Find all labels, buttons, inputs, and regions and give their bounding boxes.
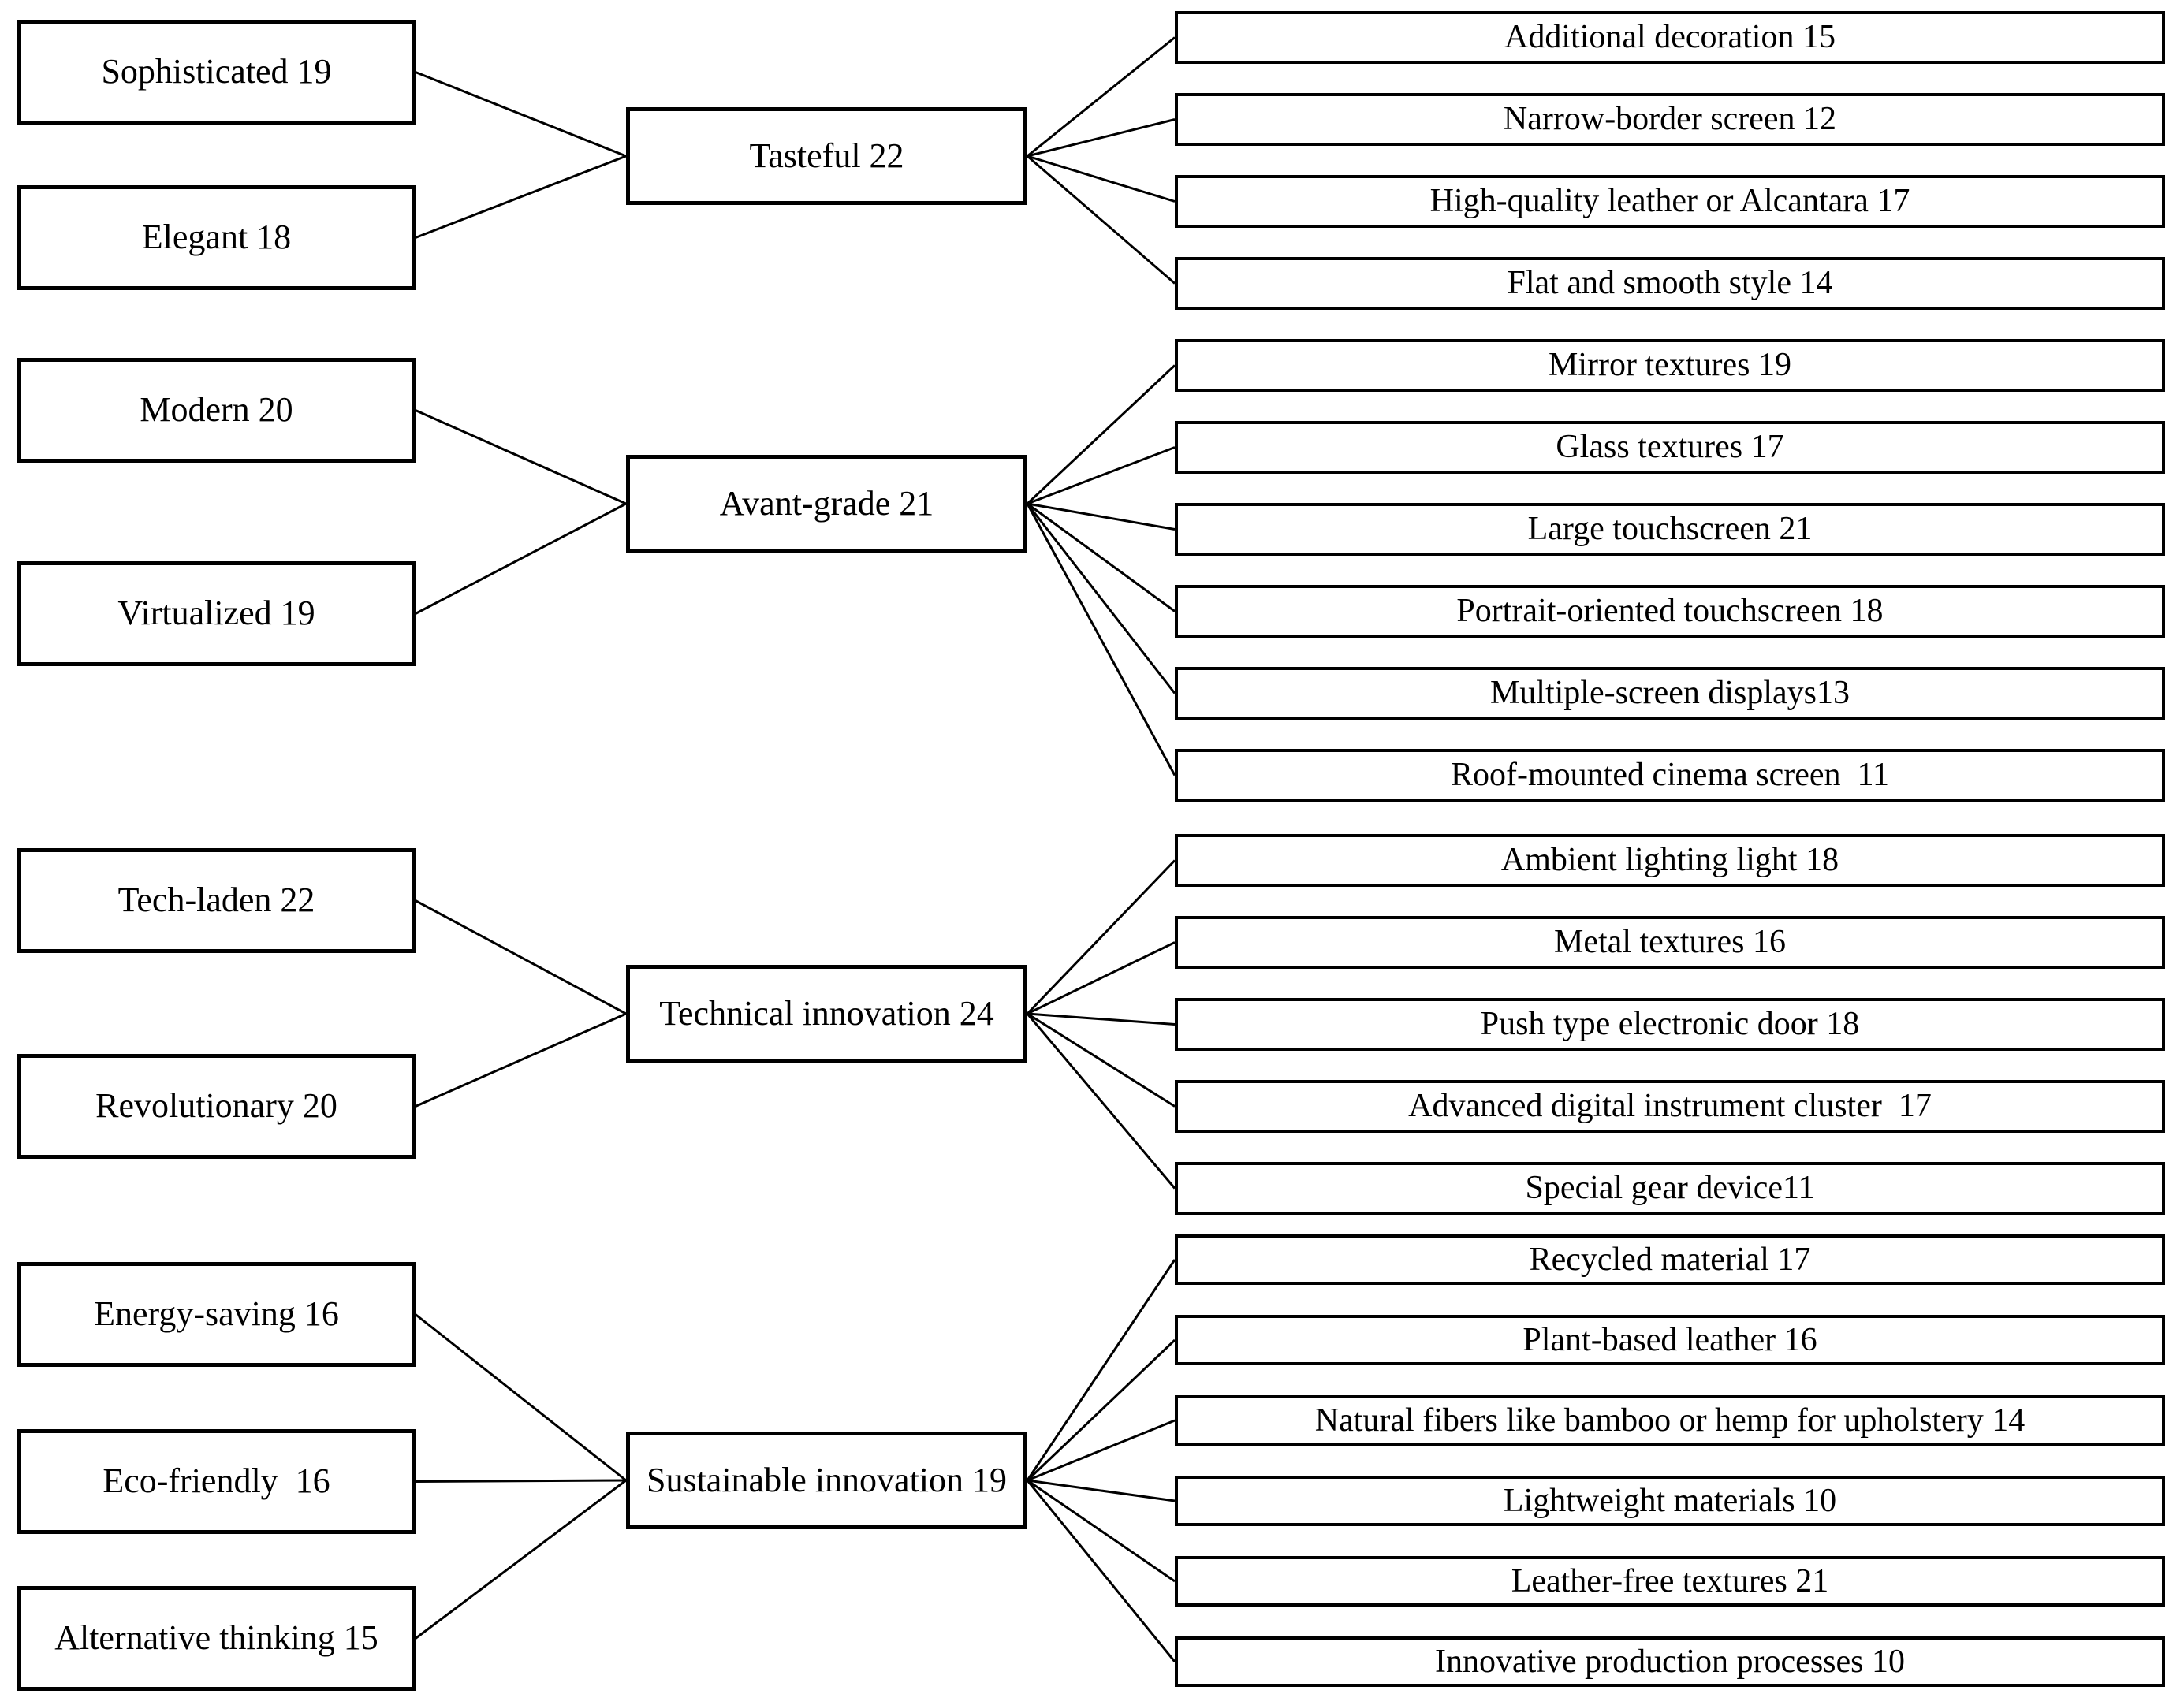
node-advanced-instrument-cluster: Advanced digital instrument cluster 17 (1175, 1080, 2165, 1133)
node-additional-decoration: Additional decoration 15 (1175, 11, 2165, 64)
connector-line (1027, 1012, 1176, 1026)
node-label: Sustainable innovation 19 (646, 1460, 1008, 1499)
node-flat-smooth-style: Flat and smooth style 14 (1175, 257, 2165, 310)
connector-line (1027, 36, 1176, 158)
node-label: Large touchscreen 21 (1527, 511, 1813, 548)
connector-line (415, 1012, 627, 1108)
node-innovative-production: Innovative production processes 10 (1175, 1636, 2165, 1687)
connector-line (415, 155, 627, 239)
connector-line (1026, 503, 1176, 776)
node-recycled-material: Recycled material 17 (1175, 1234, 2165, 1285)
node-label: Virtualized 19 (117, 594, 315, 633)
node-plant-based-leather: Plant-based leather 16 (1175, 1315, 2165, 1365)
node-label: Technical innovation 24 (659, 993, 994, 1033)
node-push-electronic-door: Push type electronic door 18 (1175, 998, 2165, 1051)
node-leather-free-textures: Leather-free textures 21 (1175, 1556, 2165, 1607)
connector-line (415, 899, 627, 1015)
node-virtualized: Virtualized 19 (17, 561, 416, 666)
node-tech-laden: Tech-laden 22 (17, 848, 416, 953)
connector-line (415, 1479, 627, 1483)
connector-line (1027, 118, 1176, 158)
node-sophisticated: Sophisticated 19 (17, 20, 416, 125)
node-label: Eco-friendly 16 (102, 1461, 330, 1501)
node-label: Energy-saving 16 (94, 1294, 339, 1334)
connector-line (1027, 1012, 1176, 1108)
connector-line (1026, 503, 1176, 694)
node-glass-textures: Glass textures 17 (1175, 421, 2165, 474)
node-tasteful: Tasteful 22 (626, 107, 1027, 205)
node-label: Recycled material 17 (1529, 1241, 1811, 1278)
node-label: Tech-laden 22 (117, 881, 315, 920)
connector-line (1027, 502, 1176, 531)
node-mirror-textures: Mirror textures 19 (1175, 339, 2165, 392)
connector-line (415, 1479, 627, 1640)
node-label: Revolutionary 20 (95, 1086, 337, 1126)
node-label: Push type electronic door 18 (1480, 1006, 1860, 1043)
connector-line (1026, 1259, 1176, 1481)
node-roof-cinema-screen: Roof-mounted cinema screen 11 (1175, 749, 2165, 802)
connector-line (415, 409, 627, 505)
node-label: Elegant 18 (141, 218, 292, 257)
node-alternative-thinking: Alternative thinking 15 (17, 1586, 416, 1691)
node-high-quality-leather: High-quality leather or Alcantara 17 (1175, 175, 2165, 228)
node-multiple-screen-displays: Multiple-screen displays13 (1175, 667, 2165, 720)
node-label: Natural fibers like bamboo or hemp for u… (1314, 1402, 2026, 1439)
connector-line (1027, 446, 1176, 505)
connector-line (415, 502, 627, 615)
node-sustainable-innovation: Sustainable innovation 19 (626, 1432, 1027, 1529)
node-label: Lightweight materials 10 (1503, 1482, 1837, 1519)
node-label: Modern 20 (140, 390, 293, 430)
node-eco-friendly: Eco-friendly 16 (17, 1429, 416, 1534)
connector-line (1026, 859, 1176, 1015)
node-label: Ambient lighting light 18 (1500, 842, 1839, 879)
node-technical-innovation: Technical innovation 24 (626, 965, 1027, 1063)
connector-line (415, 1313, 627, 1482)
node-large-touchscreen: Large touchscreen 21 (1175, 503, 2165, 556)
node-label: Glass textures 17 (1556, 429, 1784, 466)
connector-line (1027, 1419, 1176, 1482)
node-elegant: Elegant 18 (17, 185, 416, 290)
node-label: Special gear device11 (1525, 1170, 1815, 1207)
node-label: Narrow-border screen 12 (1503, 101, 1837, 138)
node-label: Leather-free textures 21 (1511, 1562, 1829, 1599)
node-label: Roof-mounted cinema screen 11 (1451, 757, 1889, 794)
connector-line (1026, 1480, 1176, 1662)
connector-line (1027, 502, 1176, 612)
node-label: Sophisticated 19 (101, 52, 332, 91)
connector-line (1027, 155, 1176, 285)
node-label: Alternative thinking 15 (54, 1618, 378, 1658)
node-label: Tasteful 22 (749, 136, 904, 175)
node-label: Metal textures 16 (1554, 924, 1786, 961)
connector-line (1027, 1479, 1176, 1583)
node-avant-grade: Avant-grade 21 (626, 455, 1027, 553)
connector-line (415, 71, 627, 158)
node-modern: Modern 20 (17, 358, 416, 463)
connector-line (1027, 941, 1176, 1015)
node-ambient-lighting: Ambient lighting light 18 (1175, 834, 2165, 887)
node-natural-fibers: Natural fibers like bamboo or hemp for u… (1175, 1395, 2165, 1446)
node-label: Multiple-screen displays13 (1489, 675, 1850, 712)
node-energy-saving: Energy-saving 16 (17, 1262, 416, 1367)
connector-line (1027, 1479, 1176, 1502)
node-label: Portrait-oriented touchscreen 18 (1456, 593, 1884, 630)
connector-line (1026, 1013, 1176, 1190)
node-lightweight-materials: Lightweight materials 10 (1175, 1476, 2165, 1526)
node-label: Flat and smooth style 14 (1507, 265, 1833, 302)
node-label: Mirror textures 19 (1549, 347, 1791, 384)
node-label: Innovative production processes 10 (1434, 1643, 1906, 1680)
node-narrow-border-screen: Narrow-border screen 12 (1175, 93, 2165, 146)
node-special-gear-device: Special gear device11 (1175, 1162, 2165, 1215)
node-metal-textures: Metal textures 16 (1175, 916, 2165, 969)
node-label: Additional decoration 15 (1504, 19, 1836, 56)
node-label: Plant-based leather 16 (1522, 1321, 1817, 1358)
node-revolutionary: Revolutionary 20 (17, 1054, 416, 1159)
node-portrait-touchscreen: Portrait-oriented touchscreen 18 (1175, 585, 2165, 638)
connector-line (1026, 1338, 1176, 1482)
node-label: Avant-grade 21 (719, 483, 934, 523)
connector-line (1027, 155, 1176, 203)
node-label: Advanced digital instrument cluster 17 (1408, 1088, 1932, 1125)
connector-line (1026, 364, 1176, 505)
node-label: High-quality leather or Alcantara 17 (1429, 183, 1910, 220)
